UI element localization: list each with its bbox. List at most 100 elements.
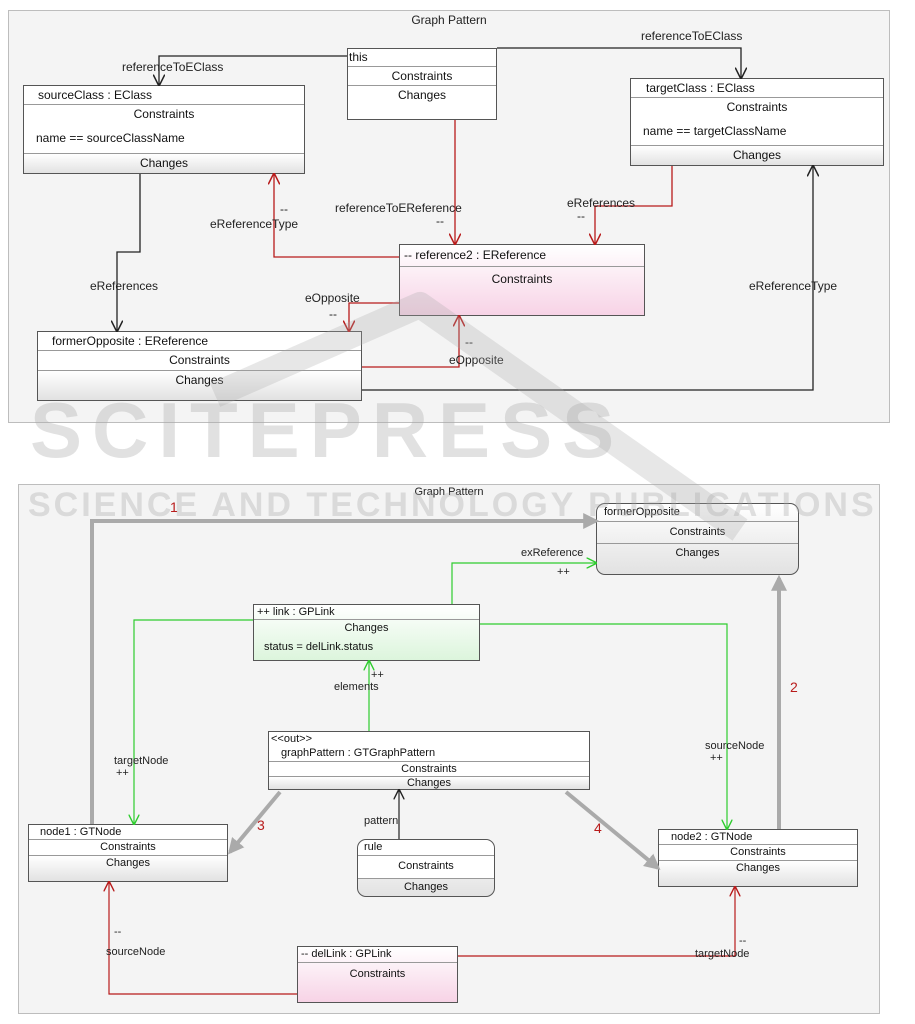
edge-this-to-target-class xyxy=(497,47,741,78)
del-link-constraints: Constraints xyxy=(349,968,406,980)
rule-changes: Changes xyxy=(403,881,449,893)
label-ref-to-eclass-left: referenceToEClass xyxy=(122,60,224,74)
link-condition: status = delLink.status xyxy=(264,641,374,653)
edge-link-to-node2 xyxy=(480,623,727,829)
label-ex-reference: exReference xyxy=(521,547,584,559)
source-class-header: sourceClass : EClass xyxy=(24,86,304,105)
label-ref-to-ereference-mark: -- xyxy=(436,214,444,228)
edge-del-link-to-node2 xyxy=(458,887,735,957)
bottom-panel-title: Graph Pattern xyxy=(414,486,484,498)
former-opposite-changes: Changes xyxy=(675,547,720,559)
former-opposite-ereference-constraints: Constraints xyxy=(38,351,361,371)
label-target-node-red: targetNode xyxy=(695,948,750,960)
edge-del-link-to-node1 xyxy=(109,882,297,995)
reference2-box[interactable]: -- reference2 : EReference Constraints xyxy=(399,244,645,316)
edge-3-graph-pattern-to-node1 xyxy=(227,790,282,855)
node1-changes: Changes xyxy=(29,856,227,881)
node1-header: node1 : GTNode xyxy=(29,825,227,840)
former-opposite-ereference-box[interactable]: formerOpposite : EReference Constraints … xyxy=(37,331,362,401)
label-target-node-red-mark: -- xyxy=(739,935,747,947)
source-class-box[interactable]: sourceClass : EClass Constraints name ==… xyxy=(23,85,305,174)
label-ref-to-ereference: referenceToEReference xyxy=(335,201,462,215)
edge-former-opposite-to-reference2 xyxy=(362,316,459,368)
rule-constraints: Constraints xyxy=(358,856,494,879)
graph-pattern-changes: Changes xyxy=(269,777,589,789)
rule-header: rule xyxy=(358,840,494,856)
target-class-constraints: Constraints xyxy=(726,100,788,114)
del-link-header: -- delLink : GPLink xyxy=(298,947,457,963)
edge-reference2-to-source-class xyxy=(274,174,399,258)
target-class-box[interactable]: targetClass : EClass Constraints name ==… xyxy=(630,78,884,166)
edge-this-to-source-class xyxy=(159,55,347,85)
label-target-node-green-mark: ++ xyxy=(116,767,129,779)
reference2-header: -- reference2 : EReference xyxy=(400,245,644,267)
label-ereferences-left: eReferences xyxy=(90,279,159,293)
source-class-condition: name == sourceClassName xyxy=(24,125,304,154)
rule-box[interactable]: rule Constraints Changes xyxy=(357,839,495,897)
edge-4-graph-pattern-to-node2 xyxy=(564,790,661,871)
target-class-header: targetClass : EClass xyxy=(631,79,883,98)
edge-number-4: 4 xyxy=(594,820,602,836)
edge-number-3: 3 xyxy=(257,817,265,833)
label-ereferences-right-mark: -- xyxy=(577,209,585,223)
edge-source-class-to-former-opposite xyxy=(117,174,141,331)
label-eopposite-2: eOpposite xyxy=(449,353,504,367)
reference2-constraints: Constraints xyxy=(491,272,553,286)
label-source-node-green-mark: ++ xyxy=(710,752,723,764)
former-opposite-header: formerOpposite xyxy=(597,504,798,522)
former-opposite-ereference-changes: Changes xyxy=(38,371,361,400)
label-ex-reference-mark: ++ xyxy=(557,566,570,578)
edge-number-2: 2 xyxy=(790,679,798,695)
label-pattern: pattern xyxy=(364,815,399,827)
former-opposite-constraints: Constraints xyxy=(597,522,798,544)
label-eopposite-1-mark: -- xyxy=(329,307,337,321)
watermark-main: SCITEPRESS xyxy=(30,386,625,474)
target-class-condition: name == targetClassName xyxy=(631,118,883,146)
label-eopposite-2-mark: -- xyxy=(465,335,473,349)
node1-constraints: Constraints xyxy=(29,840,227,856)
node1-box[interactable]: node1 : GTNode Constraints Changes xyxy=(28,824,228,882)
edge-reference2-to-former-opposite xyxy=(349,302,399,331)
target-class-changes: Changes xyxy=(631,146,883,165)
former-opposite-box[interactable]: formerOpposite Constraints Changes xyxy=(596,503,799,575)
node2-header: node2 : GTNode xyxy=(659,830,857,845)
edge-number-1: 1 xyxy=(170,499,178,515)
graph-pattern-box[interactable]: <<out>> graphPattern : GTGraphPattern Co… xyxy=(268,731,590,790)
edge-1-node1-to-former-opposite xyxy=(90,513,600,824)
node2-changes: Changes xyxy=(659,861,857,886)
edge-link-to-former-opposite xyxy=(451,563,596,604)
node2-box[interactable]: node2 : GTNode Constraints Changes xyxy=(658,829,858,887)
label-elements-mark: ++ xyxy=(371,669,384,681)
top-panel-title: Graph Pattern xyxy=(411,13,487,27)
graph-pattern-header: graphPattern : GTGraphPattern xyxy=(269,746,589,762)
graph-pattern-constraints: Constraints xyxy=(269,762,589,777)
graph-pattern-stereotype: <<out>> xyxy=(271,733,312,745)
edge-target-class-to-reference2 xyxy=(595,166,673,244)
this-box[interactable]: this Constraints Changes xyxy=(347,48,497,120)
label-elements: elements xyxy=(334,681,379,693)
edge-link-to-node1 xyxy=(134,619,253,824)
label-source-node-green: sourceNode xyxy=(705,740,765,752)
node2-constraints: Constraints xyxy=(659,845,857,861)
label-target-node-green: targetNode xyxy=(114,755,169,767)
label-ereferences-right: eReferences xyxy=(567,196,636,210)
del-link-box[interactable]: -- delLink : GPLink Constraints xyxy=(297,946,458,1003)
label-ref-to-eclass-right: referenceToEClass xyxy=(641,29,743,43)
label-ereference-type-right: eReferenceType xyxy=(749,279,838,293)
label-eopposite-1: eOpposite xyxy=(305,291,360,305)
label-ereference-type-left: eReferenceType xyxy=(210,217,299,231)
edge-former-opposite-to-target-class xyxy=(362,166,813,391)
label-ereference-type-left-mark: -- xyxy=(280,202,288,216)
this-constraints: Constraints xyxy=(348,67,496,86)
source-class-changes: Changes xyxy=(24,154,304,173)
link-changes: Changes xyxy=(344,622,389,634)
watermark-sub: SCIENCE AND TECHNOLOGY PUBLICATIONS xyxy=(28,486,877,524)
this-changes: Changes xyxy=(397,88,447,102)
this-header: this xyxy=(348,49,496,67)
label-source-node-red-mark: -- xyxy=(114,926,122,938)
link-header: ++ link : GPLink xyxy=(254,605,479,620)
label-source-node-red: sourceNode xyxy=(106,946,166,958)
